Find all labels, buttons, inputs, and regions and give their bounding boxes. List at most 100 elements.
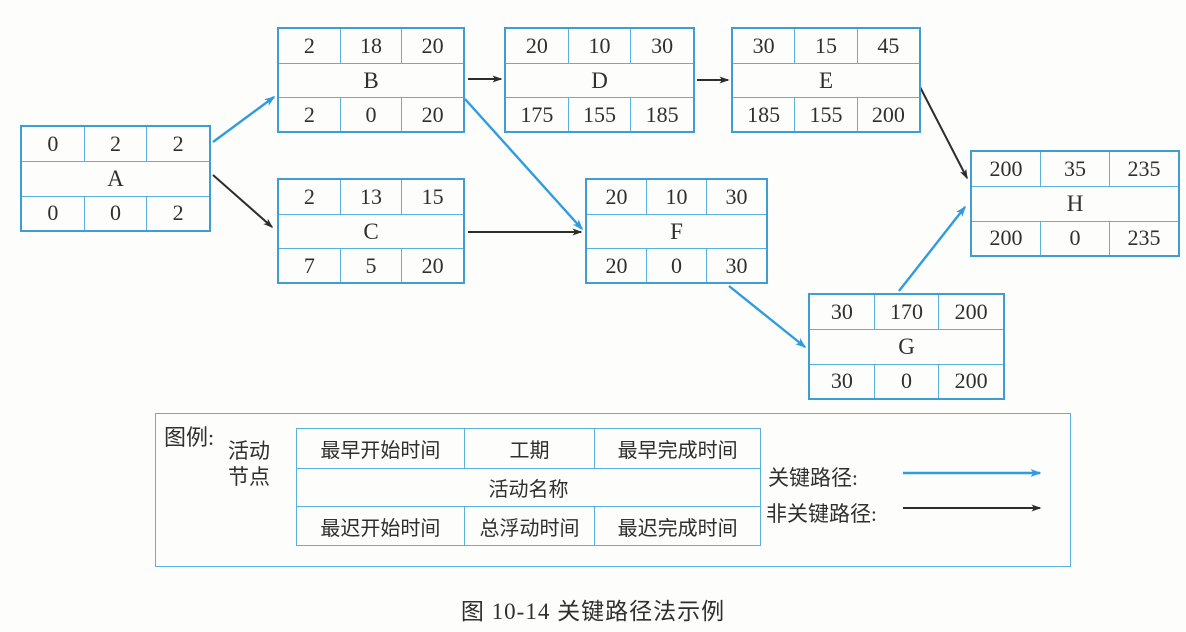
activity-name: F xyxy=(587,214,766,248)
latest-finish-value: 200 xyxy=(856,98,919,131)
node-top-row: 2 13 15 xyxy=(279,180,463,214)
activity-node-B: 2 18 20 B 2 0 20 xyxy=(277,27,465,133)
earliest-start-value: 2 xyxy=(303,33,315,58)
latest-finish-value: 20 xyxy=(401,98,463,131)
latest-finish-value: 200 xyxy=(938,364,1003,398)
activity-name: C xyxy=(279,214,463,248)
activity-name: A xyxy=(22,161,209,195)
latest-start-value: 200 xyxy=(989,225,1023,251)
total-float-value: 155 xyxy=(794,98,856,131)
legend-node-label-line2: 节点 xyxy=(228,465,270,490)
label-earliest-start: 最早开始时间 xyxy=(320,439,441,462)
legend-node-label: 活动 节点 xyxy=(228,438,270,491)
latest-finish-value: 2 xyxy=(146,196,209,230)
earliest-finish-value: 2 xyxy=(146,127,209,162)
earliest-finish-value: 15 xyxy=(401,180,463,214)
label-latest-finish: 最迟完成时间 xyxy=(594,507,760,545)
legend-table-middle-row: 活动名称 xyxy=(297,467,760,507)
total-float-value: 0 xyxy=(1040,221,1109,255)
label-activity-name: 活动名称 xyxy=(488,478,569,501)
latest-finish-value: 235 xyxy=(1109,221,1178,255)
latest-start-value: 175 xyxy=(520,101,554,127)
node-bottom-row: 200 0 235 xyxy=(972,220,1178,255)
latest-start-value: 0 xyxy=(47,200,59,226)
latest-finish-value: 20 xyxy=(401,249,463,282)
duration-value: 10 xyxy=(567,29,631,63)
earliest-finish-value: 200 xyxy=(938,295,1003,330)
node-top-row: 2 18 20 xyxy=(279,29,463,63)
node-bottom-row: 185 155 200 xyxy=(733,97,919,131)
node-top-row: 30 170 200 xyxy=(810,295,1003,330)
latest-start-value: 30 xyxy=(830,368,853,394)
activity-node-A: 0 2 2 A 0 0 2 xyxy=(20,125,211,232)
total-float-value: 155 xyxy=(567,98,631,131)
node-bottom-row: 20 0 30 xyxy=(587,248,766,282)
node-top-row: 200 35 235 xyxy=(972,152,1178,187)
activity-name: D xyxy=(506,63,693,97)
duration-value: 35 xyxy=(1040,152,1109,187)
total-float-value: 0 xyxy=(873,364,939,398)
duration-value: 2 xyxy=(83,127,147,162)
earliest-start-value: 200 xyxy=(989,156,1023,182)
legend-table-bottom-row: 最迟开始时间 总浮动时间 最迟完成时间 xyxy=(297,506,760,545)
legend-title: 图例: xyxy=(164,425,215,450)
activity-node-F: 20 10 30 F 20 0 30 xyxy=(585,178,768,284)
duration-value: 15 xyxy=(794,29,856,63)
latest-start-value: 2 xyxy=(303,101,315,127)
legend-critical-path-label: 关键路径: xyxy=(768,466,858,490)
legend-node-label-line1: 活动 xyxy=(228,439,270,463)
activity-name: G xyxy=(810,329,1003,363)
latest-finish-value: 30 xyxy=(706,249,766,282)
activity-node-D: 20 10 30 D 175 155 185 xyxy=(504,27,695,133)
latest-start-value: 20 xyxy=(605,252,628,278)
node-top-row: 20 10 30 xyxy=(587,180,766,214)
figure-caption: 图 10-14 关键路径法示例 xyxy=(460,599,726,624)
earliest-start-value: 20 xyxy=(525,33,548,58)
edge-A-B-critical-arrow xyxy=(212,96,276,143)
earliest-finish-value: 45 xyxy=(856,29,919,63)
latest-start-value: 7 xyxy=(303,252,315,278)
duration-value: 13 xyxy=(339,180,402,214)
earliest-start-value: 30 xyxy=(752,33,775,58)
activity-node-G: 30 170 200 G 30 0 200 xyxy=(808,293,1005,400)
total-float-value: 0 xyxy=(83,196,147,230)
label-latest-start: 最迟开始时间 xyxy=(320,517,441,540)
node-top-row: 30 15 45 xyxy=(733,29,919,63)
earliest-finish-value: 30 xyxy=(630,29,693,63)
legend-node-schema-table: 最早开始时间 工期 最早完成时间 活动名称 最迟开始时间 总浮动时间 最迟完成时… xyxy=(296,428,761,546)
earliest-start-value: 2 xyxy=(303,184,315,209)
total-float-value: 0 xyxy=(646,249,706,282)
edge-A-C-arrow xyxy=(212,174,274,228)
earliest-finish-value: 20 xyxy=(401,29,463,63)
duration-value: 10 xyxy=(646,180,706,214)
node-top-row: 20 10 30 xyxy=(506,29,693,63)
activity-name: B xyxy=(279,63,463,97)
activity-node-E: 30 15 45 E 185 155 200 xyxy=(731,27,921,133)
label-total-float: 总浮动时间 xyxy=(463,507,595,545)
legend-noncritical-path-label: 非关键路径: xyxy=(766,502,877,526)
edge-F-G-critical-arrow xyxy=(728,285,807,348)
earliest-finish-value: 30 xyxy=(706,180,766,214)
latest-start-value: 185 xyxy=(747,101,781,127)
node-bottom-row: 0 0 2 xyxy=(22,195,209,230)
latest-finish-value: 185 xyxy=(630,98,693,131)
earliest-finish-value: 235 xyxy=(1109,152,1178,187)
total-float-value: 5 xyxy=(339,249,402,282)
duration-value: 170 xyxy=(873,295,939,330)
edge-G-H-critical-arrow xyxy=(898,205,966,292)
earliest-start-value: 30 xyxy=(830,299,853,325)
activity-node-C: 2 13 15 C 7 5 20 xyxy=(277,178,465,284)
node-bottom-row: 30 0 200 xyxy=(810,363,1003,398)
edge-E-H-arrow xyxy=(918,84,968,180)
label-duration: 工期 xyxy=(463,429,595,468)
node-top-row: 0 2 2 xyxy=(22,127,209,162)
label-earliest-finish: 最早完成时间 xyxy=(594,429,760,468)
node-bottom-row: 175 155 185 xyxy=(506,97,693,131)
activity-name: H xyxy=(972,186,1178,220)
node-bottom-row: 2 0 20 xyxy=(279,97,463,131)
duration-value: 18 xyxy=(339,29,402,63)
total-float-value: 0 xyxy=(339,98,402,131)
legend: 图例: 活动 节点 最早开始时间 工期 最早完成时间 活动名称 最迟开始时间 总… xyxy=(155,413,1071,567)
legend-table-top-row: 最早开始时间 工期 最早完成时间 xyxy=(297,429,760,468)
